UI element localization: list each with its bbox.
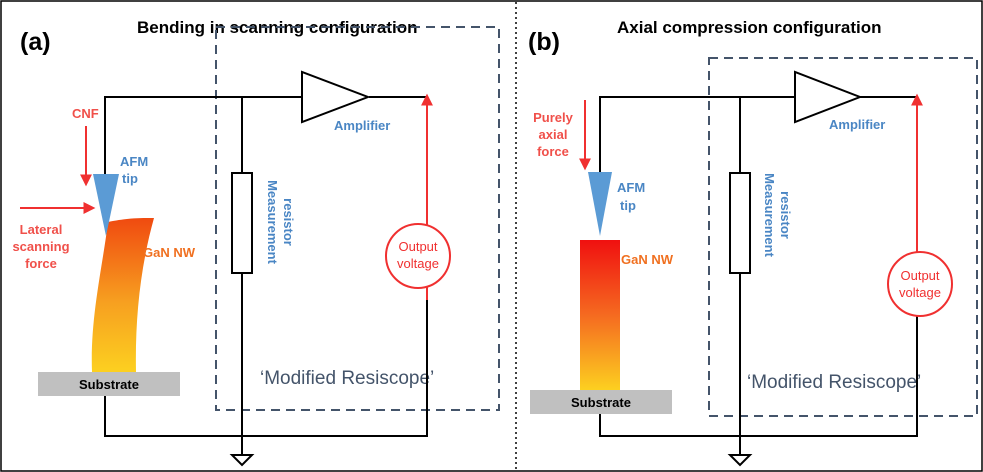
wire-loop-b xyxy=(599,96,918,437)
axial-label-1: Purely xyxy=(533,110,574,125)
resiscope-box-b xyxy=(708,57,978,417)
amplifier-icon-a xyxy=(301,70,371,124)
amplifier-icon-b xyxy=(794,70,863,124)
nanowire-b xyxy=(580,240,620,390)
axial-label-2: axial xyxy=(539,127,568,142)
resistor-b xyxy=(729,172,751,274)
wire-top-a xyxy=(104,96,302,175)
resistor-label-b: Measurement resistor xyxy=(762,173,793,257)
afm-tip-a xyxy=(93,174,119,236)
axial-label-3: force xyxy=(537,144,569,159)
ground-icon-b xyxy=(727,454,753,467)
svg-text:resistor: resistor xyxy=(281,198,296,246)
output-label-b-1: Output xyxy=(900,268,939,283)
substrate-label-b: Substrate xyxy=(571,395,631,410)
nanowire-a xyxy=(91,218,154,372)
substrate-label-a: Substrate xyxy=(79,377,139,392)
substrate-a xyxy=(38,372,180,396)
amplifier-label-b: Amplifier xyxy=(829,117,885,132)
lateral-label-2: scanning xyxy=(12,239,69,254)
output-voltage-circle-a xyxy=(385,223,451,289)
output-voltage-circle-b xyxy=(887,251,953,317)
ground-icon-a xyxy=(229,454,255,467)
panel-b-title: Axial compression configuration xyxy=(617,18,882,37)
wire-top-b xyxy=(599,96,795,172)
afm-tip-b xyxy=(588,172,612,236)
tip-label-b-2: tip xyxy=(620,198,636,213)
lateral-label-1: Lateral xyxy=(20,222,63,237)
panel-a-letter: (a) xyxy=(20,28,51,56)
force-label-a: CNF xyxy=(72,106,99,121)
panel-b-letter: (b) xyxy=(528,28,560,56)
svg-text:resistor: resistor xyxy=(778,191,793,239)
resistor-label-a: Measurement resistor xyxy=(265,180,296,264)
amplifier-label-a: Amplifier xyxy=(334,118,390,133)
resiscope-label-a: ‘Modified Resiscope’ xyxy=(260,368,434,389)
panel-b: (b) Axial compression configuration ‘Mod… xyxy=(528,18,978,467)
tip-label-a-1: AFM xyxy=(120,154,148,169)
panel-a: (a) Bending in scanning configuration ‘M… xyxy=(12,18,500,467)
nanowire-label-b: GaN NW xyxy=(621,252,674,267)
output-label-b-2: voltage xyxy=(899,285,941,300)
lateral-label-3: force xyxy=(25,256,57,271)
substrate-b xyxy=(530,390,672,414)
output-label-a-2: voltage xyxy=(397,256,439,271)
tip-label-b-1: AFM xyxy=(617,180,645,195)
tip-label-a-2: tip xyxy=(122,171,138,186)
svg-text:Measurement: Measurement xyxy=(265,180,280,264)
svg-text:Measurement: Measurement xyxy=(762,173,777,257)
resiscope-box-a xyxy=(215,26,500,411)
resistor-a xyxy=(231,172,253,274)
resiscope-label-b: ‘Modified Resiscope’ xyxy=(747,372,921,393)
nanowire-label-a: GaN NW xyxy=(143,245,196,260)
output-label-a-1: Output xyxy=(398,239,437,254)
wire-loop-a xyxy=(104,96,428,437)
